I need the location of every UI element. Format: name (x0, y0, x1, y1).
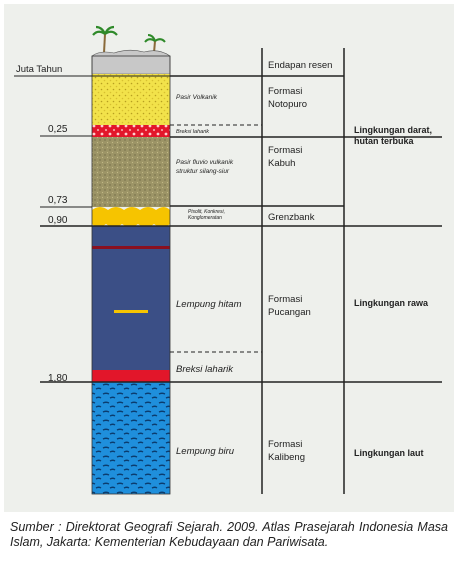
stratigraphy-diagram: Juta Tahun 0,25 0,73 0,90 1,80 Pasir Vol… (14, 25, 442, 495)
formation-label: Formasi Notopuro (268, 86, 307, 110)
layer-label: Lempung hitam (176, 299, 242, 310)
formation-label: Formasi Kalibeng (268, 439, 305, 463)
formation-label: Formasi Pucangan (268, 294, 311, 318)
formation-label-line: Pucangan (268, 307, 311, 318)
formation-label-line: Kalibeng (268, 452, 305, 463)
formation-label: Grenzbank (268, 212, 315, 223)
layer-label-line: Konglomeratan (188, 215, 222, 221)
source-caption: Sumber : Direktorat Geografi Sejarah. 20… (10, 520, 448, 549)
environment-label-line: hutan terbuka (354, 136, 415, 146)
layer-label-line: Pisolit, Konkresi, (188, 209, 225, 215)
layer-grenzbank (92, 207, 170, 227)
environment-label-line: Lingkungan darat, (354, 125, 432, 135)
palm-tree-icon (92, 25, 118, 54)
diagram-frame (4, 4, 454, 512)
layer-pasir-fluvio (92, 137, 170, 207)
layer-lempung-hitam (92, 226, 170, 370)
layer-label: Lempung biru (176, 446, 235, 457)
formation-label: Endapan resen (268, 60, 332, 71)
formation-label-line: Formasi (268, 86, 302, 97)
layer-label-line: Pasir fluvio vulkanik (176, 159, 234, 166)
formation-label-line: Formasi (268, 294, 302, 305)
layer-label-line: struktur silang-siur (176, 168, 230, 175)
formation-label-line: Formasi (268, 439, 302, 450)
layer-breksi-laharik-upper (92, 125, 170, 137)
environment-label: Lingkungan darat, hutan terbuka (354, 125, 435, 146)
layer-label: Pasir Volkanik (176, 94, 218, 101)
time-tick: 0,90 (48, 215, 68, 226)
layer-pasir-volkanik (92, 74, 170, 125)
stratigraphic-column (91, 49, 171, 495)
layer-lempung-biru (92, 382, 170, 494)
formation-label-line: Formasi (268, 145, 302, 156)
layer-label: Pasir fluvio vulkanik struktur silang-si… (176, 159, 235, 175)
formation-label: Formasi Kabuh (268, 145, 305, 169)
layer-yellow-lens (114, 310, 148, 313)
layer-breksi-laharik-lower (92, 370, 170, 382)
environment-label: Lingkungan laut (354, 448, 424, 458)
time-tick: 1,80 (48, 373, 68, 384)
layer-label: Breksi laharik (176, 129, 209, 135)
layer-label: Pisolit, Konkresi, Konglomeratan (188, 209, 226, 221)
palm-tree-icon (144, 34, 166, 54)
formation-label-line: Notopuro (268, 99, 307, 110)
layer-label: Breksi laharik (176, 364, 234, 375)
environment-label: Lingkungan rawa (354, 298, 429, 308)
time-tick: 0,73 (48, 195, 68, 206)
time-tick: 0,25 (48, 124, 68, 135)
topsoil-layer (91, 49, 171, 75)
layer-dark-red-band (92, 246, 170, 249)
formation-label-line: Kabuh (268, 158, 295, 169)
time-axis-label: Juta Tahun (16, 64, 62, 75)
